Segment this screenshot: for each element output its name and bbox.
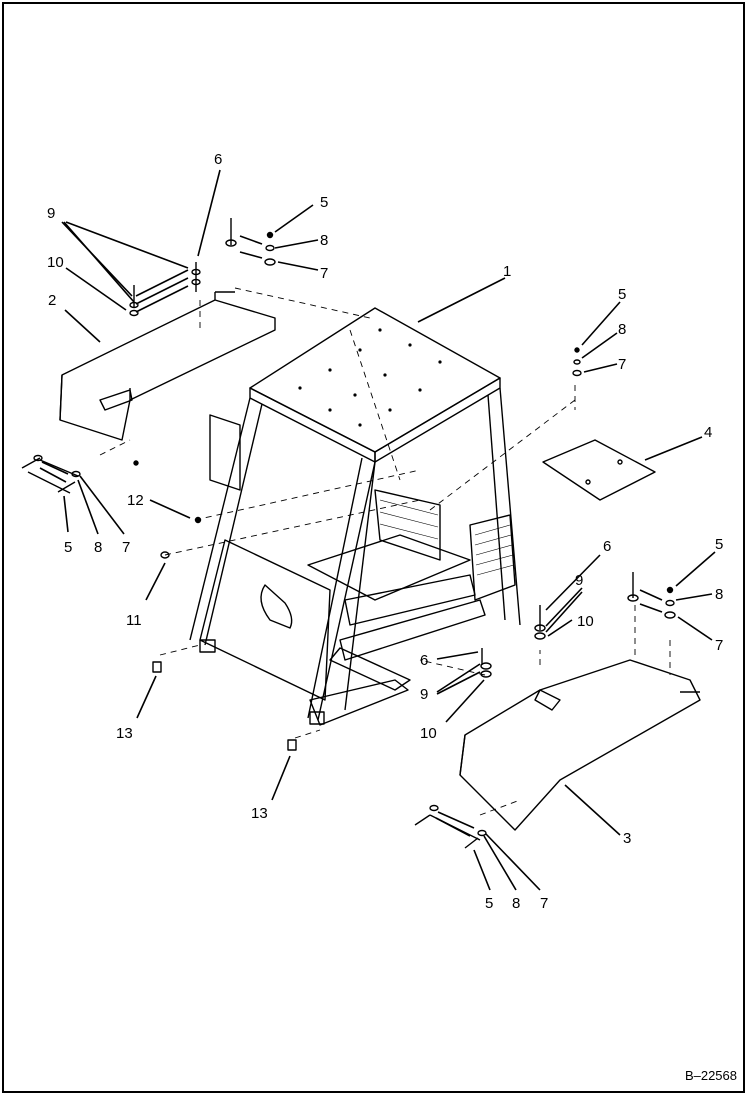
callout-10: 10 — [47, 254, 64, 271]
callout-5: 5 — [64, 539, 72, 556]
callout-9: 9 — [420, 686, 428, 703]
callout-9: 9 — [47, 205, 55, 222]
callout-8: 8 — [94, 539, 102, 556]
callout-7: 7 — [320, 265, 328, 282]
alignment-lines — [99, 287, 671, 816]
callout-3: 3 — [623, 830, 631, 847]
callout-5: 5 — [618, 286, 626, 303]
callout-4: 4 — [704, 424, 712, 441]
callout-7: 7 — [540, 895, 548, 912]
left-fender — [59, 291, 276, 441]
callout-10: 10 — [577, 613, 594, 630]
callout-10: 10 — [420, 725, 437, 742]
callout-6: 6 — [214, 151, 222, 168]
callout-7: 7 — [618, 356, 626, 373]
callout-8: 8 — [618, 321, 626, 338]
callout-12: 12 — [127, 492, 144, 509]
callout-2: 2 — [48, 292, 56, 309]
callout-1: 1 — [503, 263, 511, 280]
callouts: 1 2 3 4 6 9 10 5 8 7 5 8 7 12 11 5 8 7 6… — [47, 151, 723, 912]
main-frame — [189, 307, 521, 726]
callout-6: 6 — [603, 538, 611, 555]
callout-8: 8 — [320, 232, 328, 249]
leader-lines — [39, 169, 716, 891]
right-fender — [459, 659, 701, 831]
callout-11: 11 — [126, 612, 142, 629]
callout-5: 5 — [715, 536, 723, 553]
callout-7: 7 — [122, 539, 130, 556]
callout-9: 9 — [575, 572, 583, 589]
callout-5: 5 — [320, 194, 328, 211]
callout-7: 7 — [715, 637, 723, 654]
figure-code: B–22568 — [684, 1068, 737, 1083]
callout-5: 5 — [485, 895, 493, 912]
callout-13: 13 — [116, 725, 133, 742]
callout-8: 8 — [512, 895, 520, 912]
fastener-stacks — [21, 218, 676, 849]
cover-plate — [542, 439, 656, 501]
callout-6: 6 — [420, 652, 428, 669]
callout-13: 13 — [251, 805, 268, 822]
callout-8: 8 — [715, 586, 723, 603]
